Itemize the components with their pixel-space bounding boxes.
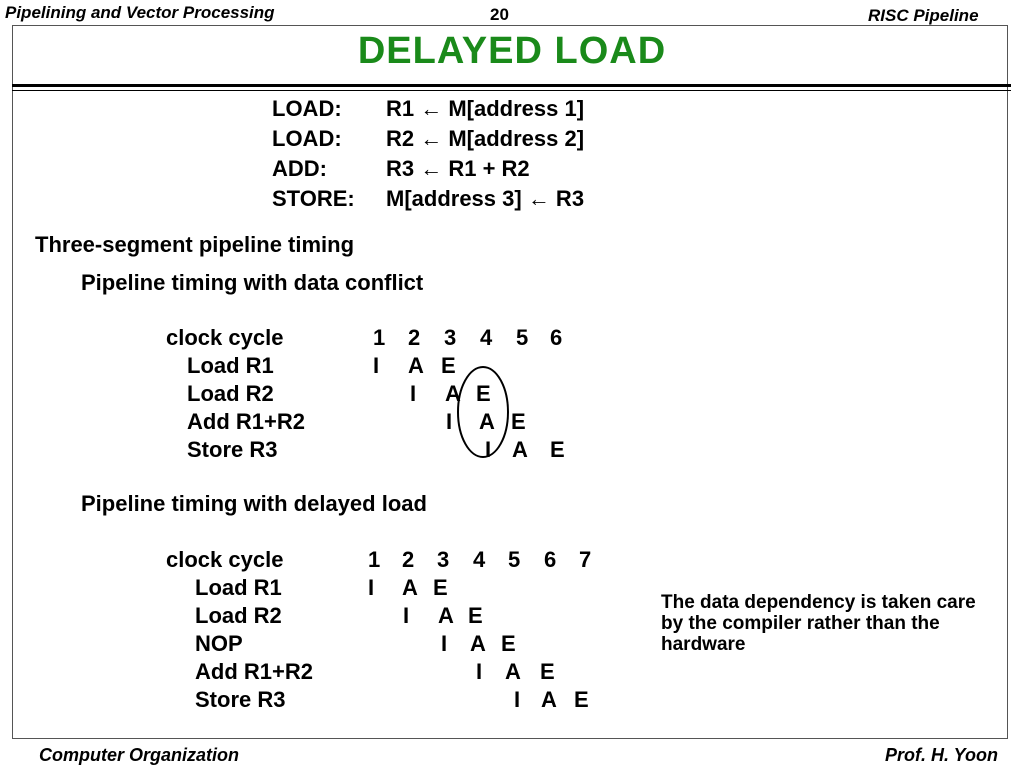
- instruction-label: Store R3: [195, 687, 286, 712]
- program-operand: R3 ← R1 + R2: [386, 156, 530, 181]
- stage-cell: E: [468, 603, 483, 628]
- compiler-note: The data dependency is taken care by the…: [661, 592, 976, 655]
- page-number: 20: [490, 5, 509, 24]
- instruction-label: Load R2: [187, 381, 274, 406]
- title-divider: [12, 84, 1011, 87]
- program-operand: M[address 3] ← R3: [386, 186, 585, 211]
- clock-cycle-label: clock cycle: [166, 325, 284, 350]
- stage-cell: I: [476, 659, 483, 684]
- stage-cell: I: [485, 437, 492, 462]
- cycle-number: 1: [373, 325, 386, 350]
- program-op: ADD:: [272, 156, 327, 181]
- stage-cell: I: [514, 687, 521, 712]
- stage-cell: A: [402, 575, 418, 600]
- cycle-number: 3: [444, 325, 457, 350]
- stage-cell: A: [445, 381, 461, 406]
- instruction-label: NOP: [195, 631, 243, 656]
- footer-course: Computer Organization: [39, 745, 240, 765]
- stage-cell: E: [540, 659, 555, 684]
- cycle-number: 2: [402, 547, 415, 572]
- header-topic: RISC Pipeline: [868, 6, 979, 25]
- section-title: Three-segment pipeline timing: [35, 232, 355, 257]
- program-operand: R1 ← M[address 1]: [386, 96, 585, 121]
- instruction-label: Load R1: [195, 575, 282, 600]
- stage-cell: I: [403, 603, 410, 628]
- cycle-number: 5: [508, 547, 521, 572]
- cycle-number: 2: [408, 325, 421, 350]
- instruction-label: Load R2: [195, 603, 282, 628]
- stage-cell: E: [433, 575, 448, 600]
- stage-cell: A: [408, 353, 424, 378]
- stage-cell: A: [438, 603, 454, 628]
- stage-cell: A: [505, 659, 521, 684]
- stage-cell: I: [373, 353, 380, 378]
- slide-frame: [12, 25, 1008, 739]
- clock-cycle-label: clock cycle: [166, 547, 284, 572]
- stage-cell: I: [368, 575, 375, 600]
- cycle-number: 6: [550, 325, 563, 350]
- delayed-heading: Pipeline timing with delayed load: [81, 491, 427, 516]
- stage-cell: E: [476, 381, 491, 406]
- program-op: LOAD:: [272, 96, 342, 121]
- stage-cell: E: [511, 409, 526, 434]
- program-operand: R2 ← M[address 2]: [386, 126, 585, 151]
- cycle-number: 1: [368, 547, 381, 572]
- program-op: STORE:: [272, 186, 355, 211]
- conflict-heading: Pipeline timing with data conflict: [81, 270, 424, 295]
- stage-cell: A: [479, 409, 495, 434]
- stage-cell: E: [550, 437, 565, 462]
- stage-cell: A: [470, 631, 486, 656]
- cycle-number: 3: [437, 547, 450, 572]
- stage-cell: A: [541, 687, 557, 712]
- program-op: LOAD:: [272, 126, 342, 151]
- stage-cell: E: [501, 631, 516, 656]
- instruction-label: Add R1+R2: [187, 409, 305, 434]
- stage-cell: A: [512, 437, 528, 462]
- instruction-label: Add R1+R2: [195, 659, 313, 684]
- cycle-number: 4: [480, 325, 493, 350]
- stage-cell: I: [446, 409, 453, 434]
- cycle-number: 7: [579, 547, 592, 572]
- footer-author: Prof. H. Yoon: [885, 745, 999, 765]
- stage-cell: E: [441, 353, 456, 378]
- stage-cell: I: [410, 381, 417, 406]
- instruction-label: Store R3: [187, 437, 278, 462]
- slide-title: DELAYED LOAD: [357, 30, 667, 72]
- cycle-number: 6: [544, 547, 557, 572]
- title-divider-thin: [12, 90, 1011, 91]
- cycle-number: 4: [473, 547, 486, 572]
- cycle-number: 5: [516, 325, 529, 350]
- stage-cell: I: [441, 631, 448, 656]
- stage-cell: E: [574, 687, 589, 712]
- header-course-title: Pipelining and Vector Processing: [5, 3, 275, 22]
- instruction-label: Load R1: [187, 353, 274, 378]
